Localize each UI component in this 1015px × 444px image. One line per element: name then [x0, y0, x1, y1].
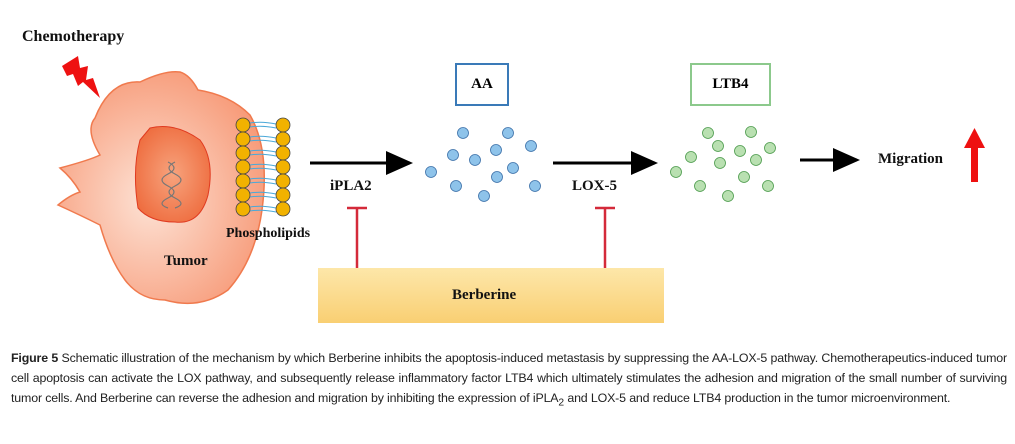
lipid-head [275, 159, 291, 175]
aa-molecule [450, 180, 462, 192]
berberine-label: Berberine [452, 287, 517, 303]
ltb4-molecule [685, 151, 697, 163]
lipid-head [275, 201, 291, 217]
caption-subscript: 2 [558, 397, 565, 409]
ltb4-molecule [745, 126, 757, 138]
lipid-head [275, 173, 291, 189]
lipid-head [235, 131, 251, 147]
aa-molecule [507, 162, 519, 174]
caption-text-end: and LOX-5 and reduce LTB4 production in … [564, 391, 951, 405]
chemotherapy-label: Chemotherapy [22, 28, 125, 45]
figure-number: Figure 5 [11, 351, 59, 365]
ltb4-molecule [670, 166, 682, 178]
aa-molecules [425, 127, 541, 202]
lipid-tail [249, 191, 277, 195]
ltb4-molecule [714, 157, 726, 169]
nucleus [134, 126, 211, 223]
lipid-tail [249, 149, 277, 153]
lipid-tail [249, 121, 277, 125]
lipid-tail [249, 135, 277, 139]
lipid-tail [249, 167, 277, 171]
lipid-head [235, 145, 251, 161]
lipid-tail [249, 205, 277, 209]
aa-molecule [457, 127, 469, 139]
aa-molecule [425, 166, 437, 178]
lipid-tail [249, 163, 277, 167]
lipid-head [235, 117, 251, 133]
ltb4-molecule [722, 190, 734, 202]
berberine-box [318, 268, 664, 323]
figure-caption: Figure 5 Schematic illustration of the m… [11, 348, 1007, 413]
inhibit-ipla2 [347, 206, 367, 268]
lipid-head [275, 145, 291, 161]
lipid-head [275, 131, 291, 147]
phospholipid-bilayer [235, 117, 291, 217]
caption-text: Schematic illustration of the mechanism … [11, 351, 1007, 405]
aa-molecule [502, 127, 514, 139]
ltb4-molecule [762, 180, 774, 192]
ltb4-molecule [694, 180, 706, 192]
lipid-tail [249, 153, 277, 157]
aa-molecule [491, 171, 503, 183]
ltb4-molecule [712, 140, 724, 152]
lipid-tail [249, 177, 277, 181]
lipid-head [235, 201, 251, 217]
ltb4-molecule [764, 142, 776, 154]
lipid-tail [249, 195, 277, 199]
lipid-tail [249, 125, 277, 129]
lox5-label: LOX-5 [572, 178, 617, 194]
aa-molecule [478, 190, 490, 202]
inhibit-lox5 [595, 206, 615, 268]
aa-molecule [529, 180, 541, 192]
lipid-tail [249, 139, 277, 143]
aa-molecule [490, 144, 502, 156]
phospholipids-label: Phospholipids [226, 226, 311, 241]
ltb4-molecule [738, 171, 750, 183]
lipid-head [235, 173, 251, 189]
lipid-head [235, 159, 251, 175]
lightning-icon [62, 56, 100, 98]
up-arrow-icon [964, 128, 985, 182]
aa-box: AA [455, 63, 509, 106]
ipla2-label: iPLA2 [330, 178, 372, 194]
ltb4-molecules [670, 126, 776, 202]
migration-label: Migration [878, 151, 943, 167]
dna-icon [161, 161, 182, 209]
ltb4-molecule [702, 127, 714, 139]
lipid-tail [249, 181, 277, 185]
tumor-label: Tumor [164, 253, 208, 269]
lipid-tail [249, 209, 277, 213]
ltb4-molecule [734, 145, 746, 157]
lipid-head [275, 117, 291, 133]
aa-molecule [447, 149, 459, 161]
ltb4-box: LTB4 [690, 63, 771, 106]
lipid-head [235, 187, 251, 203]
aa-molecule [469, 154, 481, 166]
ltb4-molecule [750, 154, 762, 166]
lipid-head [275, 187, 291, 203]
aa-molecule [525, 140, 537, 152]
diagram-canvas [56, 56, 985, 323]
